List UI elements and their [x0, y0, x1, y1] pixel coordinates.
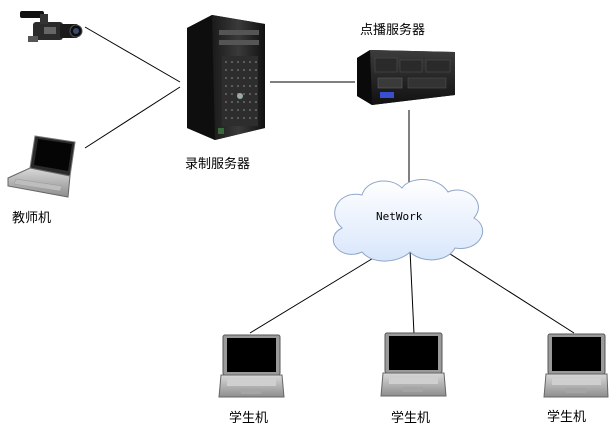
student2-laptop-icon	[380, 332, 447, 397]
link-camera-recording	[84, 26, 181, 83]
network-label: NetWork	[376, 210, 423, 223]
connections	[84, 26, 575, 335]
student2-label: 学生机	[391, 410, 430, 426]
teacher-laptop-icon	[7, 135, 76, 198]
student3-label: 学生机	[547, 409, 586, 425]
vod-server-icon	[357, 50, 455, 105]
recording-server-icon	[187, 15, 265, 140]
link-network-student1	[249, 256, 376, 334]
recording-server-label: 录制服务器	[185, 156, 250, 172]
teacher-label: 教师机	[12, 210, 51, 226]
student1-label: 学生机	[229, 410, 268, 426]
video-camera-icon	[20, 11, 83, 42]
vod-server-label: 点播服务器	[360, 22, 425, 38]
link-teacher-recording	[84, 86, 181, 149]
link-network-student3	[446, 251, 575, 334]
link-network-student2	[409, 249, 415, 335]
network-cloud-icon	[332, 179, 484, 262]
student1-laptop-icon	[218, 334, 285, 398]
student3-laptop-icon	[543, 333, 609, 398]
